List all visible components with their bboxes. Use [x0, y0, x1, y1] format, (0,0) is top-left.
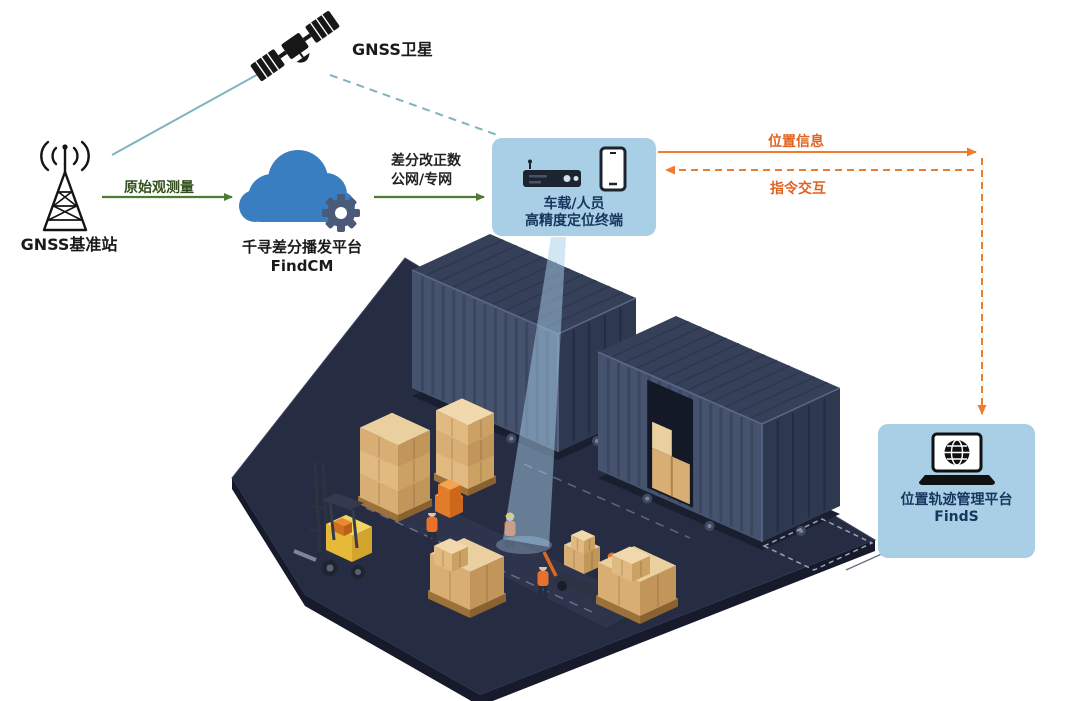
smartphone-icon	[599, 146, 627, 192]
base-station-icon	[40, 140, 90, 232]
command-interaction-label: 指令交互	[770, 181, 826, 197]
forklift	[293, 461, 372, 579]
container-2	[597, 316, 841, 550]
cloud-platform-name: 千寻差分播发平台	[241, 238, 362, 256]
finds-pointer-line	[845, 551, 887, 571]
positioning-beam	[496, 237, 566, 554]
orange-crates	[435, 479, 463, 518]
satellite-icon	[250, 11, 340, 81]
geofence-zone	[762, 518, 887, 571]
cloud-platform-product: FindCM	[270, 257, 334, 275]
ground-platform	[231, 257, 877, 701]
finds-label-product: FindS	[934, 509, 979, 525]
satellite-terminal-link	[329, 74, 501, 137]
position-info-label: 位置信息	[768, 134, 824, 150]
finds-icons	[917, 432, 997, 488]
terminal-label-line2: 高精度定位终端	[525, 213, 623, 229]
pallet-truck	[542, 529, 612, 602]
warehouse-scene	[231, 234, 877, 701]
cloud-platform-label: 千寻差分播发平台 FindCM	[220, 238, 384, 276]
satellite-label: GNSS卫星	[352, 40, 433, 59]
gear-icon	[322, 194, 360, 232]
cloud-icon	[239, 150, 360, 232]
terminal-label-line1: 车载/人员	[543, 196, 605, 212]
worker-3	[537, 562, 549, 598]
pallet-stack-front	[358, 412, 432, 522]
satellite-base-link	[111, 71, 263, 156]
correction-data-label: 差分改正数	[391, 153, 461, 169]
raw-observation-label: 原始观测量	[124, 180, 194, 196]
vehicle-terminal-icon	[523, 159, 581, 187]
finds-label-name: 位置轨迹管理平台	[900, 492, 1013, 508]
worker-1	[426, 508, 438, 544]
laptop-globe-icon	[918, 432, 995, 485]
terminal-icons	[521, 146, 627, 192]
finds-bubble: 位置轨迹管理平台 FindS	[878, 424, 1035, 558]
pallet-stack-right	[596, 546, 678, 624]
terminal-bubble: 车载/人员 高精度定位终端	[492, 138, 656, 236]
network-label: 公网/专网	[391, 172, 453, 188]
base-station-label: GNSS基准站	[20, 235, 118, 254]
pallet-stack-back	[434, 398, 496, 496]
pallet-stack-center	[428, 537, 506, 618]
correction-label: 差分改正数 公网/专网	[391, 152, 461, 190]
